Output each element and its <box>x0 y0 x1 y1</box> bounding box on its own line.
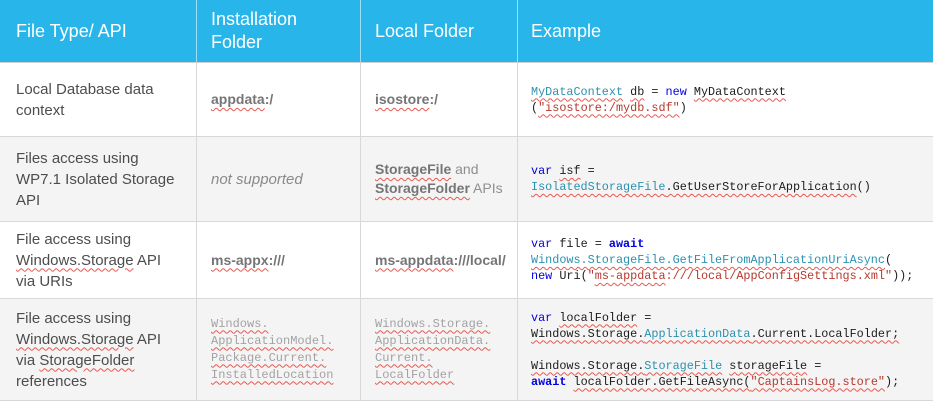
cell-example: var localFolder = Windows.Storage.Applic… <box>518 299 933 400</box>
file-type-text: File access using Windows.Storage API vi… <box>16 230 162 290</box>
header-label-local-folder: Local Folder <box>375 20 475 41</box>
installation-folder-text: appdata:/ <box>211 91 274 107</box>
cell-installation-folder: Windows. ApplicationModel. Package.Curre… <box>197 299 361 400</box>
cell-file-type: File access using Windows.Storage API vi… <box>0 222 197 298</box>
header-cell-local-folder: Local Folder <box>361 0 518 62</box>
file-type-text: Files access using WP7.1 Isolated Storag… <box>16 149 175 209</box>
cell-installation-folder: appdata:/ <box>197 63 361 136</box>
code-snippet: var file = await Windows.StorageFile.Get… <box>531 237 914 283</box>
header-label-file-type: File Type/ API <box>16 20 127 41</box>
cell-example: var file = await Windows.StorageFile.Get… <box>518 222 933 298</box>
table-row: Files access using WP7.1 Isolated Storag… <box>0 137 933 222</box>
cell-installation-folder: not supported <box>197 137 361 221</box>
table-row: Local Database data context appdata:/ is… <box>0 63 933 137</box>
header-cell-example: Example <box>518 0 933 62</box>
cell-installation-folder: ms-appx:/// <box>197 222 361 298</box>
cell-local-folder: StorageFile and StorageFolder APIs <box>361 137 518 221</box>
file-type-text: Local Database data context <box>16 80 154 119</box>
local-folder-text: StorageFile and StorageFolder APIs <box>375 161 503 196</box>
local-folder-text: ms-appdata:///local/ <box>375 251 506 268</box>
cell-local-folder: Windows.Storage. ApplicationData. Curren… <box>361 299 518 400</box>
cell-file-type: Local Database data context <box>0 63 197 136</box>
cell-file-type: File access using Windows.Storage API vi… <box>0 299 197 400</box>
code-snippet: MyDataContext db = new MyDataContext ("i… <box>531 84 786 115</box>
local-folder-text: isostore:/ <box>375 91 439 107</box>
code-snippet: var localFolder = Windows.Storage.Applic… <box>531 310 900 389</box>
cell-example: MyDataContext db = new MyDataContext ("i… <box>518 63 933 136</box>
cell-example: var isf = IsolatedStorageFile.GetUserSto… <box>518 137 933 221</box>
cell-local-folder: isostore:/ <box>361 63 518 136</box>
table-header-row: File Type/ API Installation Folder Local… <box>0 0 933 63</box>
table-row: File access using Windows.Storage API vi… <box>0 222 933 299</box>
code-snippet: var isf = IsolatedStorageFile.GetUserSto… <box>531 164 871 194</box>
file-type-text: File access using Windows.Storage API vi… <box>16 309 162 390</box>
installation-folder-text: ms-appx:/// <box>211 251 285 268</box>
installation-folder-text: Windows. ApplicationModel. Package.Curre… <box>211 316 334 382</box>
cell-local-folder: ms-appdata:///local/ <box>361 222 518 298</box>
header-cell-installation-folder: Installation Folder <box>197 0 361 62</box>
local-folder-text: Windows.Storage. ApplicationData. Curren… <box>375 316 491 382</box>
header-label-installation-folder: Installation Folder <box>211 9 298 52</box>
cell-file-type: Files access using WP7.1 Isolated Storag… <box>0 137 197 221</box>
installation-folder-text: not supported <box>211 170 303 188</box>
header-label-example: Example <box>531 20 602 41</box>
table-row: File access using Windows.Storage API vi… <box>0 299 933 401</box>
header-cell-file-type: File Type/ API <box>0 0 197 62</box>
